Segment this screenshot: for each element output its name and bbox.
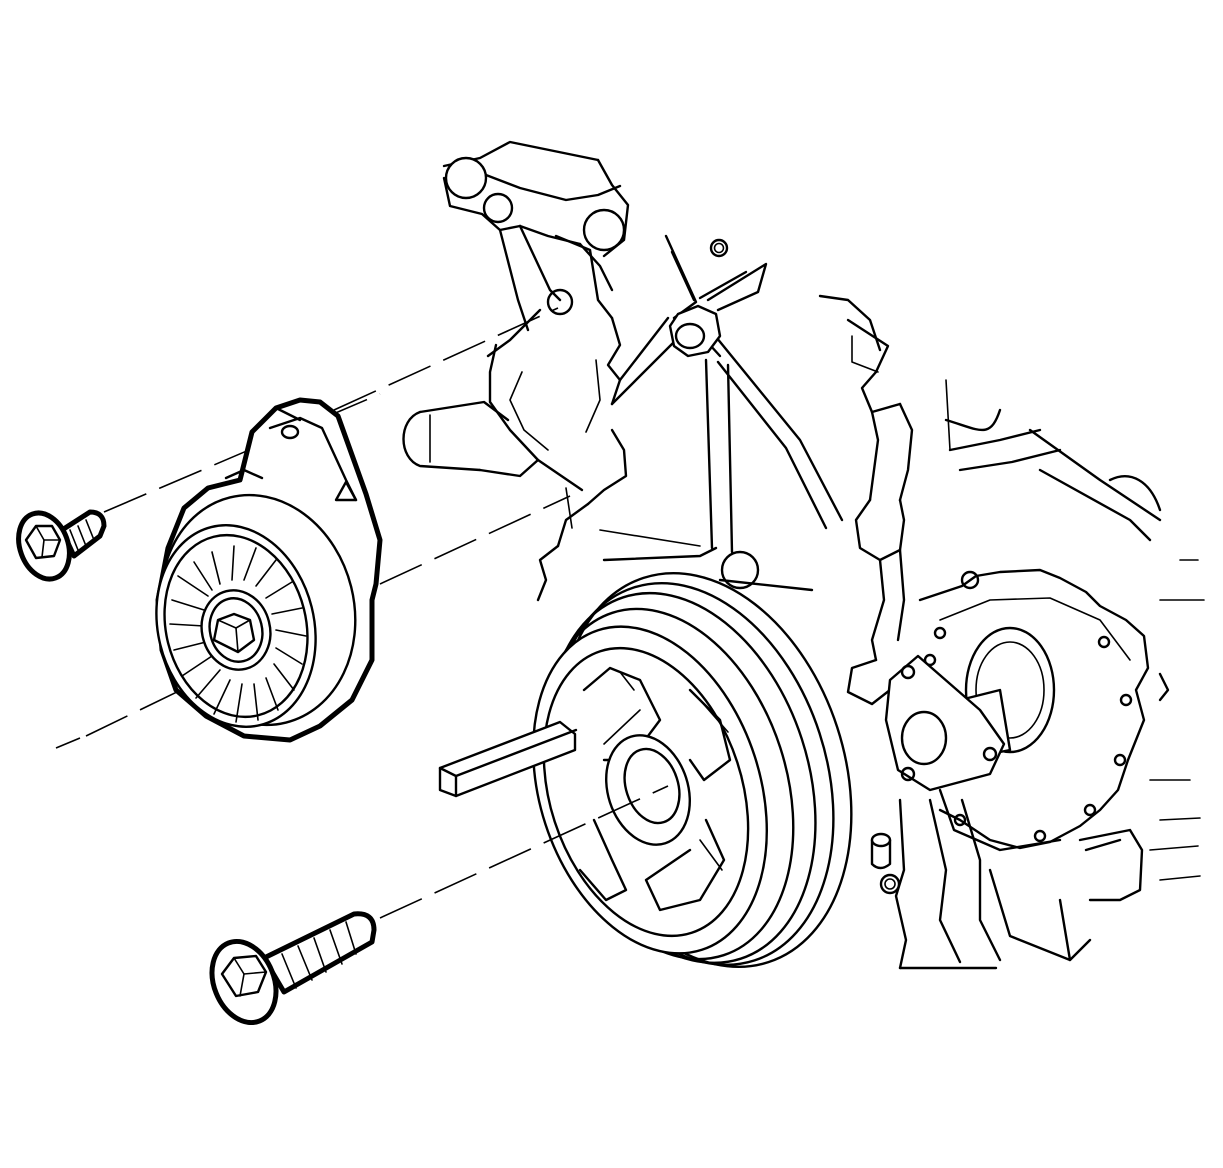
pulley-ribs <box>169 545 307 723</box>
hex-flange-bolt-short <box>16 509 107 582</box>
hex-flange-bolt-long <box>209 911 377 1026</box>
engine-front-cover-block <box>402 140 1205 970</box>
belt-tensioner-assembly <box>155 397 383 743</box>
crankshaft-balancer-pulley <box>438 572 853 968</box>
alignment-dashed-lines <box>55 307 669 919</box>
